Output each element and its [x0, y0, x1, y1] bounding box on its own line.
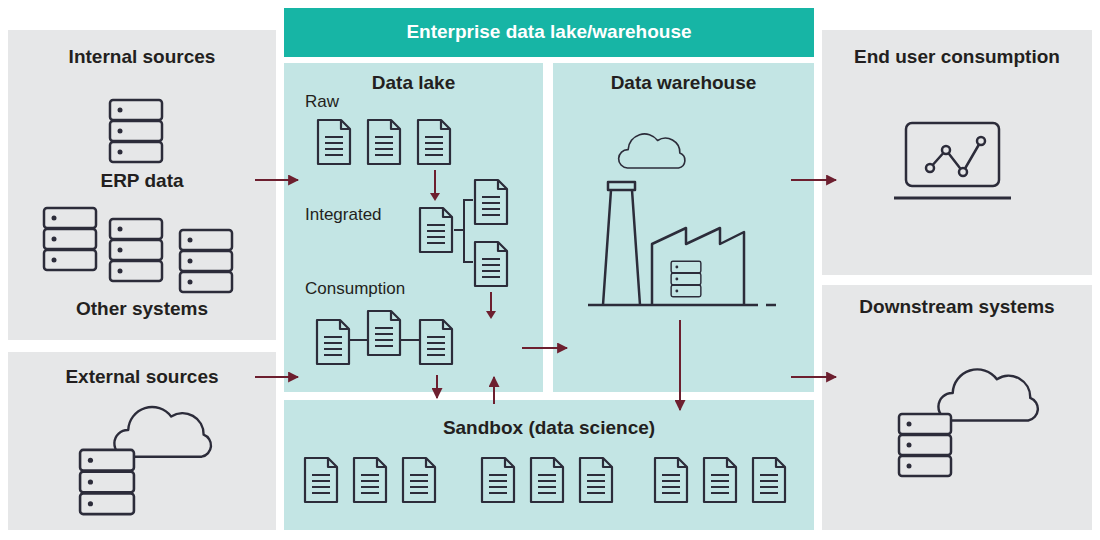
- server-icon: [671, 261, 701, 296]
- sandbox-documents: [305, 458, 785, 502]
- panel-title: Downstream systems: [859, 296, 1054, 317]
- panel-ground: [822, 30, 1092, 275]
- panel-label: Integrated: [305, 205, 382, 224]
- text-holder: Other systems: [14, 298, 270, 320]
- text-holder: Data warehouse: [559, 72, 808, 94]
- panel-label: ERP data: [100, 170, 183, 191]
- text-holder: Raw: [305, 92, 537, 112]
- panel-box: External sources: [8, 352, 276, 530]
- panel-label: Consumption: [305, 279, 405, 298]
- flow-arrowhead: [486, 311, 496, 319]
- panel-label: Raw: [305, 92, 339, 111]
- panel-label: Other systems: [76, 298, 208, 319]
- text-holder: End user consumption: [828, 46, 1086, 68]
- text-holder: External sources: [14, 366, 270, 388]
- panel-box: Downstream systems: [822, 285, 1092, 530]
- panel-ground: [284, 63, 543, 392]
- text-holder: Data lake: [290, 72, 537, 94]
- text-holder: Enterprise data lake/warehouse: [290, 21, 808, 43]
- panel-box: Enterprise data lake/warehouseData lakeR…: [284, 8, 814, 530]
- flow-connector: [436, 375, 438, 398]
- header-band: [284, 8, 814, 57]
- text-holder: Consumption: [305, 279, 537, 299]
- text-holder: Integrated: [305, 205, 537, 225]
- factory-icon: [588, 134, 776, 305]
- panel-box: Data warehouse: [553, 63, 814, 392]
- flow-connector: [791, 376, 836, 378]
- panel-ground: [8, 352, 276, 530]
- flow-connector: [255, 179, 298, 181]
- flow-connector: [791, 179, 836, 181]
- raw-documents: [318, 120, 450, 164]
- panel-title: External sources: [65, 366, 218, 387]
- panel-box: End user consumption: [822, 30, 1092, 275]
- panel-ground: [553, 63, 814, 392]
- panel-ground: [822, 285, 1092, 530]
- text-holder: Downstream systems: [828, 296, 1086, 318]
- consumption-documents: [317, 311, 452, 364]
- panel-box: Internal sourcesERP dataOther systems: [8, 30, 276, 340]
- flow-connector: [493, 377, 495, 404]
- panel-title: Data lake: [372, 72, 455, 93]
- flow-connector: [522, 347, 567, 349]
- server-icons: [44, 100, 232, 292]
- integrated-documents: [420, 180, 507, 286]
- cloud-server-icon: [899, 369, 1038, 476]
- flow-connector: [679, 320, 681, 410]
- panel-box: Sandbox (data science): [284, 400, 814, 530]
- panel-title: Sandbox (data science): [443, 417, 655, 438]
- flow-connector: [255, 376, 298, 378]
- text-holder: Sandbox (data science): [290, 417, 808, 439]
- panel-title: Data warehouse: [611, 72, 757, 93]
- cloud-server-icon: [80, 407, 211, 514]
- panel-ground: [284, 400, 814, 530]
- flow-arrowhead: [430, 193, 440, 201]
- panel-box: Data lakeRawIntegratedConsumption: [284, 63, 543, 392]
- panel-title: Enterprise data lake/warehouse: [406, 21, 691, 42]
- text-holder: Internal sources: [14, 46, 270, 68]
- laptop-chart-icon: [894, 123, 1011, 198]
- text-holder: ERP data: [14, 170, 270, 192]
- panel-title: End user consumption: [854, 46, 1060, 67]
- panel-title: Internal sources: [69, 46, 216, 67]
- panel-ground: [8, 30, 276, 340]
